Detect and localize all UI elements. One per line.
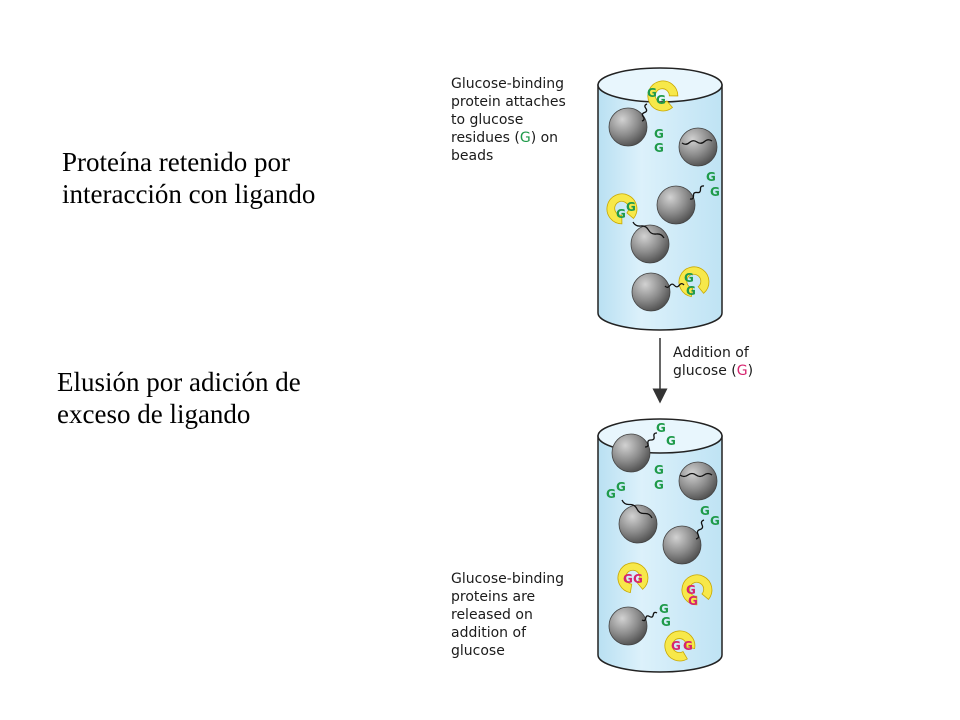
arrow-label: Addition of glucose (G) <box>673 345 753 379</box>
elution-caption: Elusión por adición de exceso de ligando <box>57 366 301 430</box>
glucose-binding-protein <box>678 266 710 298</box>
glucose-binding-protein <box>681 574 713 606</box>
bottom-label-line4: addition of <box>451 625 527 641</box>
glucose-residue: G <box>656 421 666 435</box>
glucose-residue: G <box>647 86 657 100</box>
glucose-residue: G <box>606 487 616 501</box>
glucose-residue: G <box>710 185 720 199</box>
bead <box>678 127 718 167</box>
glucose-residue: G <box>616 207 626 221</box>
linker <box>621 499 653 519</box>
linker <box>695 519 705 540</box>
arrow-label-line2: glucose (G) <box>673 363 753 379</box>
free-glucose: G <box>671 639 681 653</box>
glucose-residue: G <box>654 478 664 492</box>
elution-caption-line2: exceso de ligando <box>57 399 251 429</box>
free-glucose: G <box>686 583 696 597</box>
linker <box>664 282 685 289</box>
free-glucose: G <box>683 639 693 653</box>
top-label-line1: Glucose-binding <box>451 76 564 92</box>
glucose-binding-protein <box>606 193 638 225</box>
bottom-label-line3: released on <box>451 607 533 623</box>
glucose-residue: G <box>661 615 671 629</box>
glucose-residue: G <box>654 463 664 477</box>
glucose-residue: G <box>656 93 666 107</box>
bead <box>618 504 658 544</box>
linker <box>689 185 705 200</box>
glucose-residue: G <box>700 504 710 518</box>
glucose-residue: G <box>654 141 664 155</box>
glucose-binding-protein <box>617 562 649 594</box>
free-glucose: G <box>633 572 643 586</box>
top-label-line3: to glucose <box>451 112 523 128</box>
top-label-line5: beads <box>451 148 493 164</box>
top-label: Glucose-binding protein attaches to gluc… <box>451 76 566 164</box>
bottom-label-line2: proteins are <box>451 589 535 605</box>
glucose-residue: G <box>710 514 720 528</box>
glucose-residue: G <box>706 170 716 184</box>
glucose-residue: G <box>666 434 676 448</box>
linker <box>679 472 713 478</box>
bead <box>611 433 651 473</box>
retention-caption-line2: interacción con ligando <box>62 179 316 209</box>
linker <box>632 221 665 239</box>
retention-caption-line1: Proteína retenido por <box>62 147 290 177</box>
free-glucose: G <box>688 594 698 608</box>
glucose-residue: G <box>626 200 636 214</box>
linker <box>644 432 658 448</box>
retention-caption: Proteína retenido por interacción con li… <box>62 146 315 210</box>
bottom-label-line1: Glucose-binding <box>451 571 564 587</box>
glucose-binding-protein <box>647 80 679 112</box>
bead <box>656 185 696 225</box>
glucose-binding-protein <box>664 630 696 662</box>
arrow-label-line1: Addition of <box>673 345 750 361</box>
glucose-residue: G <box>659 602 669 616</box>
linker <box>641 611 658 622</box>
elution-caption-line1: Elusión por adición de <box>57 367 301 397</box>
glucose-symbol-green: G <box>520 130 531 146</box>
bead <box>678 461 718 501</box>
bottom-label-line5: glucose <box>451 643 505 659</box>
linker <box>681 139 713 145</box>
bead <box>662 525 702 565</box>
bead <box>608 107 648 147</box>
glucose-residue: G <box>616 480 626 494</box>
glucose-residue: G <box>654 127 664 141</box>
top-label-line2: protein attaches <box>451 94 566 110</box>
free-glucose: G <box>623 572 633 586</box>
glucose-symbol-magenta: G <box>737 363 748 379</box>
glucose-residue: G <box>686 284 696 298</box>
bottom-label: Glucose-binding proteins are released on… <box>451 571 564 659</box>
linker <box>641 103 648 122</box>
bead <box>630 224 670 264</box>
top-label-line4: residues (G) on <box>451 130 558 146</box>
bead <box>631 272 671 312</box>
glucose-residue: G <box>684 271 694 285</box>
bead <box>608 606 648 646</box>
